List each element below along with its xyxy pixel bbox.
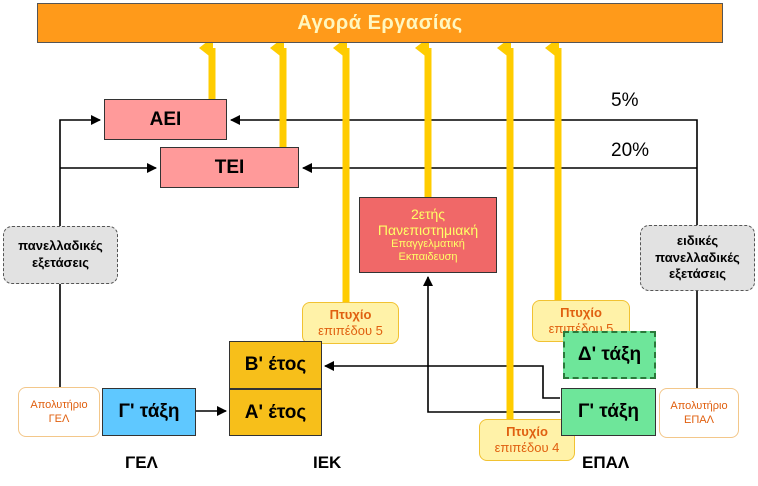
exams-left-line1: πανελλαδικές <box>18 238 103 254</box>
panhellenic-exams-box: πανελλαδικές εξετάσεις <box>3 226 118 284</box>
epal-class-c-label: Γ' τάξη <box>578 401 639 422</box>
iek-year-a-box: Α' έτος <box>229 389 322 436</box>
iek-year-a-label: Α' έτος <box>244 401 307 423</box>
university-line4: Εκπαιδευση <box>398 251 458 264</box>
gel-to-aei-line <box>59 115 101 388</box>
tei-label: ΤΕΙ <box>214 156 245 178</box>
degree-epal4-title: Πτυχίο <box>506 424 548 440</box>
epal-to-aei-line <box>230 115 698 388</box>
epal-class-d-box: Δ' τάξη <box>563 331 656 379</box>
cert-epal-line1: Απολυτήριο <box>670 399 728 412</box>
labor-market-label: Αγορά Εργασίας <box>297 11 463 34</box>
aei-label: ΑΕΙ <box>149 108 182 130</box>
labor-market-bar: Αγορά Εργασίας <box>37 3 723 43</box>
gel-class-c-box: Γ' τάξη <box>102 388 196 436</box>
epal-to-university-line <box>423 276 560 413</box>
school-label-epal: ΕΠΑΛ <box>582 453 630 472</box>
epal-class-c-box: Γ' τάξη <box>561 388 656 436</box>
exams-right-line1: ειδικές <box>676 232 719 248</box>
school-label-iek: ΙΕΚ <box>313 453 342 472</box>
special-panhellenic-exams-box: ειδικές πανελλαδικές εξετάσεις <box>640 225 755 291</box>
degree-iek-badge: Πτυχίο επιπέδου 5 <box>302 302 399 344</box>
gel-class-c-label: Γ' τάξη <box>118 401 180 422</box>
certificate-gel: Απολυτήριο ΓΕΛ <box>18 387 100 437</box>
school-label-gel: ΓΕΛ <box>125 453 158 472</box>
exams-right-line2: πανελλαδικές <box>655 249 740 265</box>
exams-left-line2: εξετάσεις <box>32 255 89 270</box>
cert-epal-line2: ΕΠΑΛ <box>684 414 714 426</box>
university-vocational-box: 2ετής Πανεπιστημιακή Επαγγελματική Εκπαι… <box>359 197 497 273</box>
iek-year-b-label: Β' έτος <box>244 354 307 375</box>
university-line2: Πανεπιστημιακή <box>377 222 479 239</box>
degree-epal5-title: Πτυχίο <box>560 305 602 321</box>
certificate-epal: Απολυτήριο ΕΠΑΛ <box>659 388 739 438</box>
epal-class-d-label: Δ' τάξη <box>577 344 642 365</box>
epal-to-iek-line <box>324 361 560 399</box>
degree-epal4-badge: Πτυχίο επιπέδου 4 <box>479 419 575 461</box>
aei-box: ΑΕΙ <box>104 99 227 140</box>
degree-epal4-sub: επιπέδου 4 <box>494 440 560 455</box>
university-line3: Επαγγελματική <box>391 238 465 251</box>
cert-gel-line2: ΓΕΛ <box>48 413 70 425</box>
iek-year-b-box: Β' έτος <box>229 341 322 389</box>
exams-right-line3: εξετάσεις <box>669 266 726 282</box>
aei-percentage: 5% <box>611 90 639 111</box>
tei-box: ΤΕΙ <box>160 147 299 188</box>
degree-iek-title: Πτυχίο <box>329 307 372 323</box>
tei-percentage: 20% <box>611 140 650 161</box>
cert-gel-line1: Απολυτήριο <box>30 398 88 411</box>
degree-iek-sub: επιπέδου 5 <box>318 323 383 338</box>
university-line1: 2ετής <box>410 206 446 223</box>
